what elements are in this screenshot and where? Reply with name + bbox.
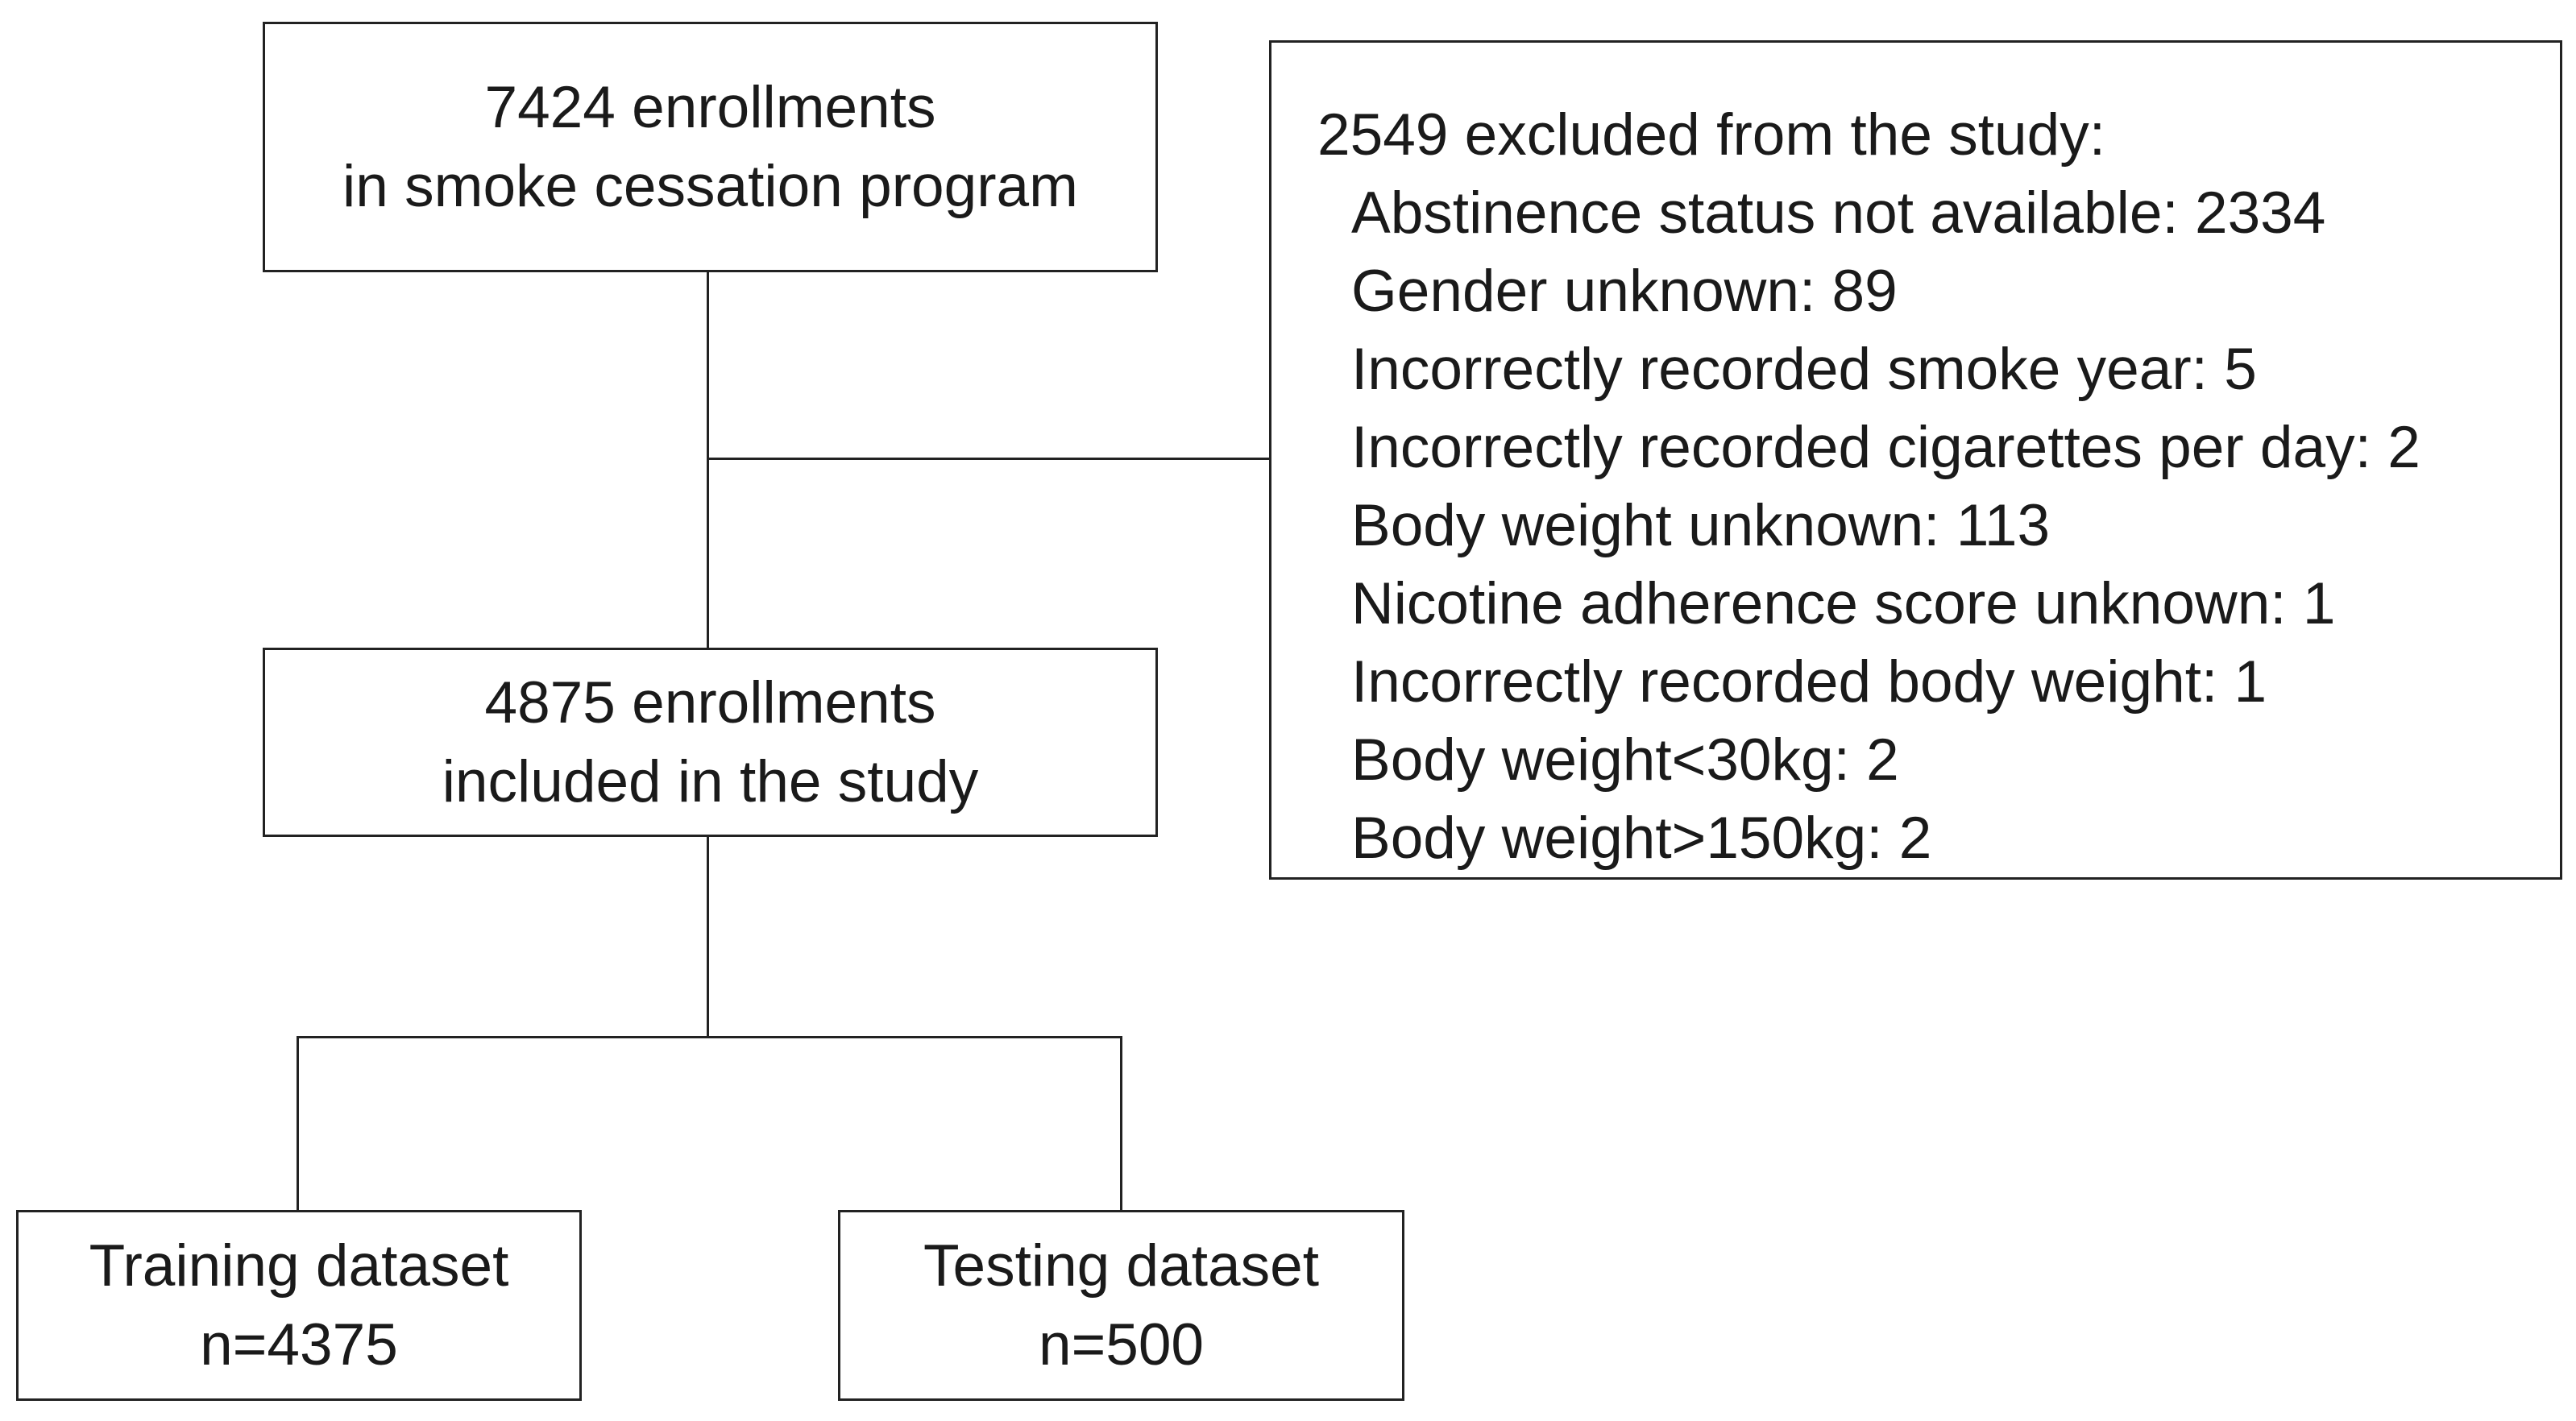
excluded-reason-item: Incorrectly recorded body weight: 1	[1351, 649, 2267, 715]
excluded-reason-item: Gender unknown: 89	[1351, 259, 1898, 324]
excluded-reason-item: Body weight unknown: 113	[1351, 493, 2051, 558]
included-study-text: included in the study	[442, 748, 979, 814]
testing-dataset-count: n=500	[1038, 1311, 1205, 1378]
connector-split-horizontal	[297, 1036, 1122, 1038]
connector-to-training	[297, 1036, 299, 1212]
included-count-text: 4875 enrollments	[484, 669, 936, 735]
testing-dataset-box: Testing dataset n=500	[838, 1210, 1404, 1401]
training-dataset-label: Training dataset	[89, 1232, 509, 1299]
excluded-reason-item: Body weight<30kg: 2	[1351, 727, 1899, 793]
excluded-reason-item: Body weight>150kg: 2	[1351, 806, 1932, 871]
excluded-reason-item: Abstinence status not available: 2334	[1351, 180, 2326, 246]
excluded-reason-item: Incorrectly recorded smoke year: 5	[1351, 337, 2257, 402]
connector-branch-to-excluded	[707, 458, 1271, 460]
excluded-reason-item: Incorrectly recorded cigarettes per day:…	[1351, 415, 2420, 480]
excluded-box: 2549 excluded from the study: Abstinence…	[1269, 40, 2562, 880]
training-dataset-box: Training dataset n=4375	[16, 1210, 582, 1401]
excluded-reason-item: Nicotine adherence score unknown: 1	[1351, 571, 2336, 636]
connector-included-down	[707, 835, 709, 1038]
excluded-reasons-list: Abstinence status not available: 2334 Ge…	[1317, 174, 2560, 877]
enrollments-box: 7424 enrollments in smoke cessation prog…	[263, 22, 1158, 272]
testing-dataset-label: Testing dataset	[923, 1232, 1320, 1299]
connector-enrollments-to-included	[707, 271, 709, 649]
enrollments-count-text: 7424 enrollments	[484, 74, 936, 140]
training-dataset-count: n=4375	[200, 1311, 398, 1378]
enrollments-program-text: in smoke cessation program	[342, 153, 1078, 219]
connector-to-testing	[1120, 1036, 1122, 1212]
included-box: 4875 enrollments included in the study	[263, 648, 1158, 837]
excluded-title: 2549 excluded from the study:	[1317, 102, 2105, 168]
